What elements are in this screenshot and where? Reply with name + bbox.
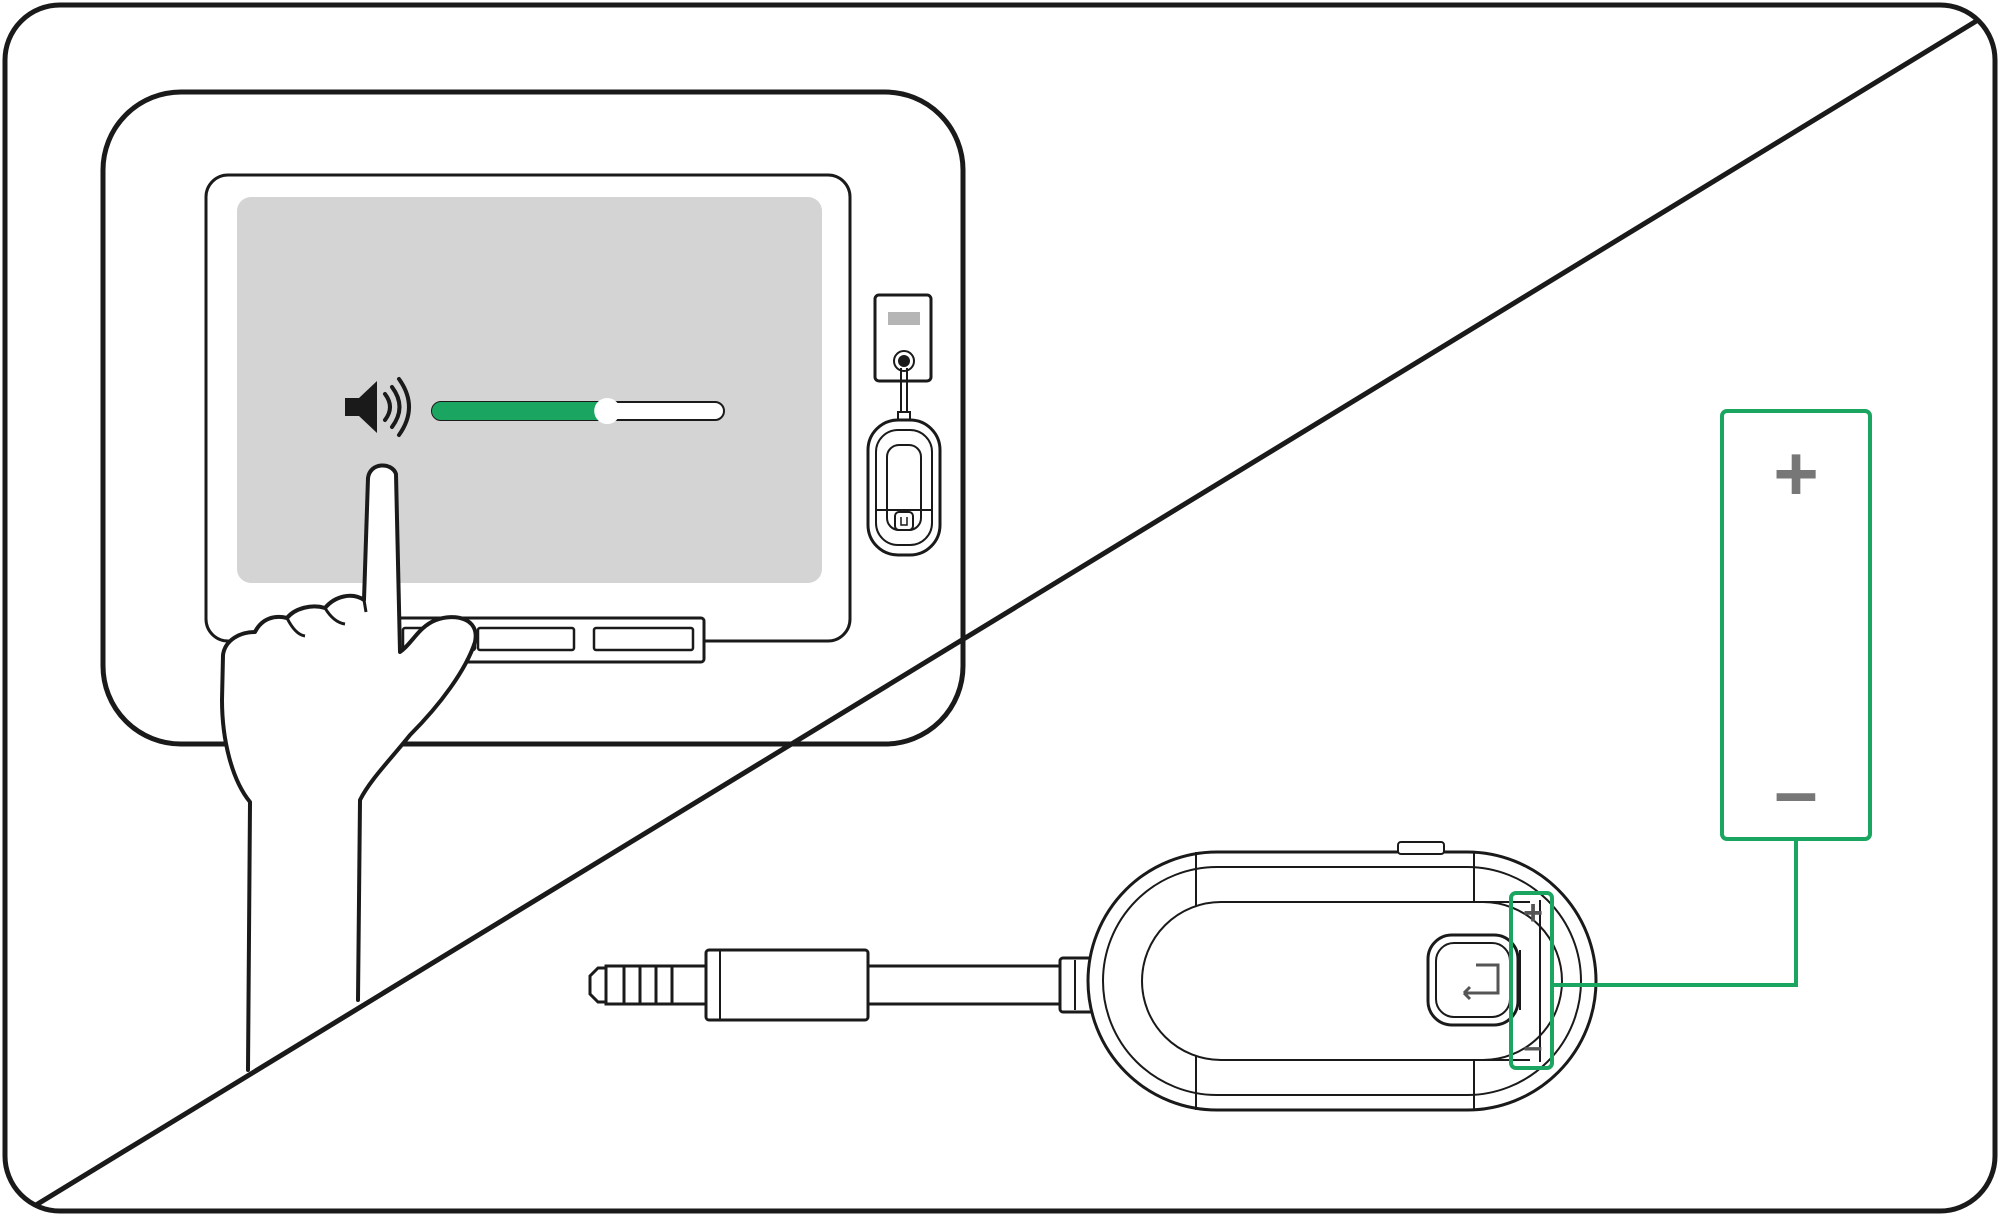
volume-slider-knob[interactable] — [594, 398, 621, 424]
audio-jack-label — [888, 312, 920, 325]
callout-plus-symbol: + — [1773, 429, 1819, 517]
volume-buttons-highlight: + – — [1509, 409, 1872, 1070]
large-transmitter: + – — [588, 841, 1598, 1112]
audio-jack-socket — [898, 355, 910, 367]
small-transmitter-power-button[interactable] — [894, 511, 914, 531]
device-minus-symbol[interactable]: – — [1524, 1028, 1543, 1066]
monitor-screen — [237, 197, 822, 583]
device-volume-highlight-box — [1509, 891, 1554, 1070]
device-plus-symbol[interactable]: + — [1523, 894, 1543, 932]
audio-cable — [866, 964, 1092, 1006]
audio-jack-panel — [873, 293, 933, 383]
monitor-button-center[interactable] — [476, 626, 576, 652]
volume-slider-fill — [432, 402, 608, 420]
volume-slider[interactable] — [431, 398, 725, 424]
power-button-icon[interactable] — [1426, 933, 1520, 1027]
pointing-hand-icon — [220, 463, 478, 1072]
monitor-button-right[interactable] — [592, 626, 695, 652]
audio-plug-tip — [588, 966, 608, 1004]
callout-minus-symbol: – — [1774, 747, 1817, 835]
diagonal-divider — [34, 17, 1980, 1208]
callout-box — [1720, 409, 1872, 841]
small-transmitter — [866, 418, 942, 557]
callout-leader-line — [1552, 840, 1798, 987]
speaker-volume-icon — [345, 377, 411, 437]
audio-plug-sleeve — [704, 948, 870, 1022]
